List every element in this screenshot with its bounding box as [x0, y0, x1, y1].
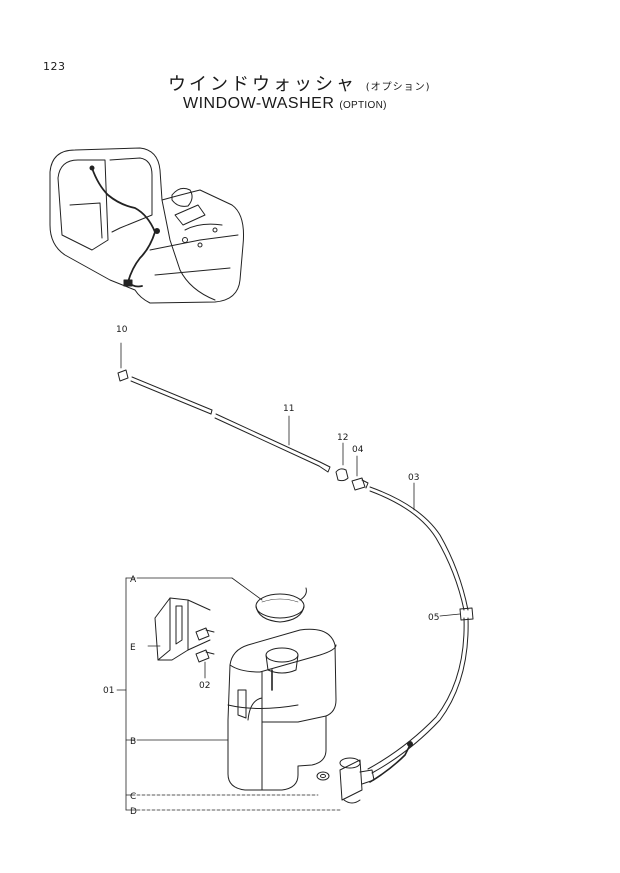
title-japanese-main: ウインドウォッシャ: [168, 74, 357, 95]
callout-01: 01: [103, 686, 114, 696]
assembly-bracket-lines: [116, 577, 341, 811]
callout-11: 11: [283, 404, 294, 414]
part-12-clamp: [335, 442, 349, 482]
callout-C: C: [130, 792, 136, 802]
callout-05: 05: [428, 613, 439, 623]
title-english-suffix: (OPTION): [339, 100, 387, 111]
callout-A: A: [130, 575, 137, 585]
callout-04: 04: [352, 445, 364, 455]
part-02-bolts: [195, 627, 215, 679]
callout-B: B: [130, 737, 136, 747]
page-number: 123: [43, 60, 66, 73]
tank-cap: [231, 577, 307, 623]
machine-location-view: [49, 147, 244, 304]
callout-03: 03: [408, 473, 419, 483]
callout-D: D: [130, 807, 137, 817]
title-japanese-suffix: (オプション): [365, 82, 431, 93]
washer-tank: [227, 628, 337, 791]
part-10-cap: [117, 342, 129, 382]
title-japanese: ウインドウォッシャ (オプション): [168, 70, 431, 96]
part-04-connector: [351, 455, 369, 491]
callout-02: 02: [199, 681, 210, 691]
callout-12: 12: [337, 433, 348, 443]
callout-E: E: [130, 643, 136, 653]
title-english-main: WINDOW-WASHER: [183, 95, 335, 112]
grommet: [316, 771, 330, 781]
tank-bracket: [147, 597, 211, 661]
part-05-joint: [439, 607, 474, 621]
part-11-hose: [130, 376, 331, 473]
washer-pump: [339, 757, 375, 804]
title-english: WINDOW-WASHER (OPTION): [183, 95, 387, 113]
part-03-hose: [367, 482, 469, 774]
callout-10: 10: [116, 325, 128, 335]
